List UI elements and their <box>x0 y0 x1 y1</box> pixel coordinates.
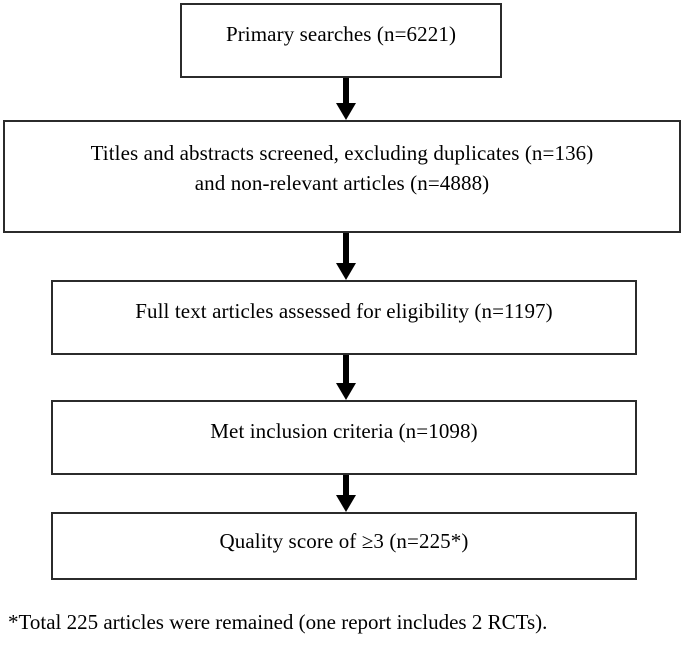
arrow-shaft <box>343 233 349 264</box>
arrow-head <box>336 495 356 512</box>
down-arrow-icon <box>336 475 356 512</box>
arrow-shaft <box>343 355 349 384</box>
flow-node-label: Titles and abstracts screened, excluding… <box>90 141 594 195</box>
flow-node-titles-abstracts: Titles and abstracts screened, excluding… <box>3 120 681 233</box>
arrow-shaft <box>343 475 349 496</box>
flow-node-label: Quality score of ≥3 (n=225*) <box>219 529 469 553</box>
arrow-head <box>336 263 356 280</box>
down-arrow-icon <box>336 355 356 400</box>
arrow-shaft <box>343 78 349 104</box>
down-arrow-icon <box>336 78 356 120</box>
flow-node-quality-score: Quality score of ≥3 (n=225*) <box>51 512 637 580</box>
flow-node-primary-searches: Primary searches (n=6221) <box>180 3 502 78</box>
down-arrow-icon <box>336 233 356 280</box>
flow-node-label: Met inclusion criteria (n=1098) <box>210 419 478 443</box>
flow-node-label: Full text articles assessed for eligibil… <box>135 299 553 323</box>
arrow-head <box>336 383 356 400</box>
flow-node-met-inclusion: Met inclusion criteria (n=1098) <box>51 400 637 475</box>
figure-footnote: *Total 225 articles were remained (one r… <box>8 610 548 634</box>
flow-node-label: Primary searches (n=6221) <box>225 22 457 46</box>
arrow-head <box>336 103 356 120</box>
flow-node-full-text: Full text articles assessed for eligibil… <box>51 280 637 355</box>
